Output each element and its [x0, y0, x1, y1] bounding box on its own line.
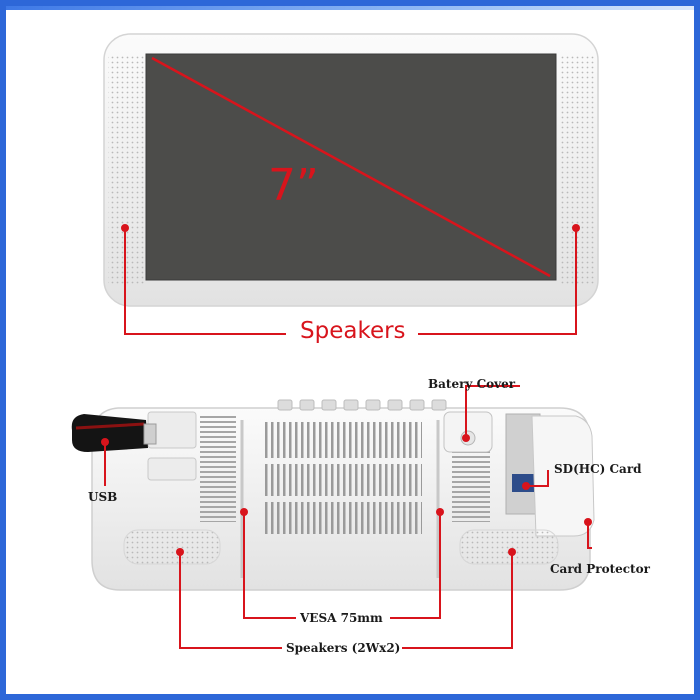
front-device — [103, 33, 599, 307]
front-speaker-callout — [121, 224, 580, 335]
diagonal-line — [151, 56, 551, 278]
vesa-label: VESA 75mm — [300, 611, 383, 625]
screen-size-label: 7” — [268, 160, 319, 211]
left-vent — [200, 416, 236, 522]
bottom-right-speaker — [459, 529, 559, 565]
sd-card-label: SD(HC) Card — [554, 462, 642, 476]
back-device — [91, 399, 595, 591]
right-vent — [452, 446, 490, 522]
battery-cover-label: Batery Cover — [428, 377, 516, 391]
usb-stick — [71, 414, 157, 452]
back-speakers-label: Speakers (2Wx2) — [286, 641, 401, 655]
front-speakers-label: Speakers — [300, 318, 406, 344]
callout-dots — [101, 434, 592, 556]
bottom-left-speaker — [123, 529, 221, 565]
card-protector-label: Card Protector — [550, 562, 650, 576]
center-vent-3 — [262, 502, 422, 534]
right-speaker-grille — [560, 56, 596, 286]
back-callouts — [104, 385, 592, 649]
center-vent-2 — [262, 464, 422, 496]
center-vent-1 — [262, 422, 422, 458]
usb-label: USB — [88, 490, 118, 504]
